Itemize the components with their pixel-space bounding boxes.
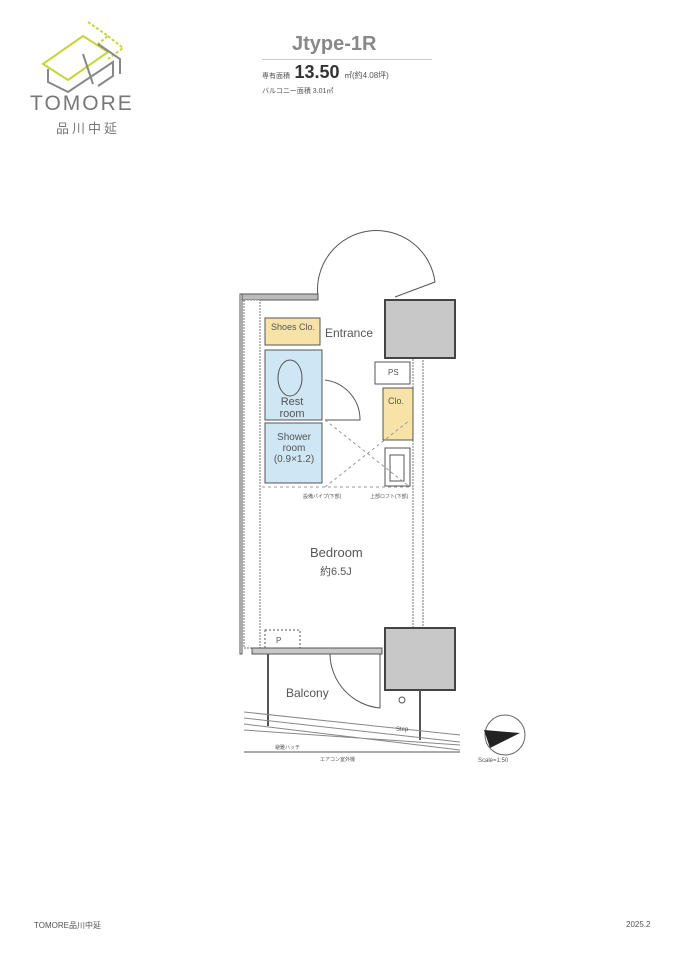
toilet-icon xyxy=(277,359,303,397)
note-step: Step xyxy=(396,727,409,733)
top-wall xyxy=(241,293,319,301)
label-closet: Clo. xyxy=(388,396,405,406)
label-balcony: Balcony xyxy=(286,686,329,700)
area-line: 専有面積 13.50 ㎡(約4.08坪) xyxy=(262,62,389,83)
label-shoes-closet: Shoes Clo. xyxy=(270,322,316,332)
entrance-door-arc xyxy=(317,230,436,298)
logo-mark-icon xyxy=(41,21,125,94)
label-bedroom-size: 約6.5J xyxy=(320,566,352,578)
area-unit: ㎡(約4.08坪) xyxy=(343,71,389,80)
label-bedroom: Bedroom xyxy=(310,545,363,560)
label-shower-room: Shower room (0.9×1.2) xyxy=(273,432,315,465)
note-hatch: 避難ハッチ xyxy=(275,745,301,751)
shower-room xyxy=(264,422,323,484)
scale-label: Scale=1:50 xyxy=(478,758,509,764)
note-pipe-1: 設備パイプ(下部) xyxy=(303,494,342,500)
p-box xyxy=(264,629,301,649)
footer-property-name: TOMORE品川中延 xyxy=(34,921,101,930)
label-restroom: Rest room xyxy=(279,396,305,420)
area-label: 専有面積 xyxy=(262,73,290,80)
label-ps: PS xyxy=(388,368,399,377)
label-p: P xyxy=(276,636,282,645)
label-entrance: Entrance xyxy=(325,326,374,340)
note-ac-unit: エアコン室外機 xyxy=(320,757,356,763)
balcony-area: バルコニー面積 3.01㎡ xyxy=(262,88,334,95)
bottom-wall xyxy=(251,647,383,655)
tomore-logo: TOMORE 品川中延 xyxy=(28,14,138,136)
footer-date: 2025.2 xyxy=(626,920,651,929)
logo-name: TOMORE xyxy=(30,92,134,115)
unit-type-title: Jtype-1R xyxy=(292,33,377,55)
balcony-door-arc xyxy=(329,653,381,709)
note-pipe-2: 上部ロフト(下部) xyxy=(370,494,409,500)
area-value: 13.50 xyxy=(294,62,340,82)
hall-door-arc xyxy=(324,379,361,421)
north-compass-icon xyxy=(484,714,526,756)
logo-subtitle: 品川中延 xyxy=(56,121,121,136)
right-wall xyxy=(412,357,424,631)
kitchen-unit xyxy=(384,447,411,487)
column-bottom xyxy=(384,627,456,691)
shoes-closet xyxy=(264,317,321,346)
column-top xyxy=(384,299,456,359)
left-wall xyxy=(243,299,261,649)
ps-box xyxy=(374,361,411,385)
title-divider xyxy=(262,59,432,60)
closet xyxy=(382,387,414,441)
